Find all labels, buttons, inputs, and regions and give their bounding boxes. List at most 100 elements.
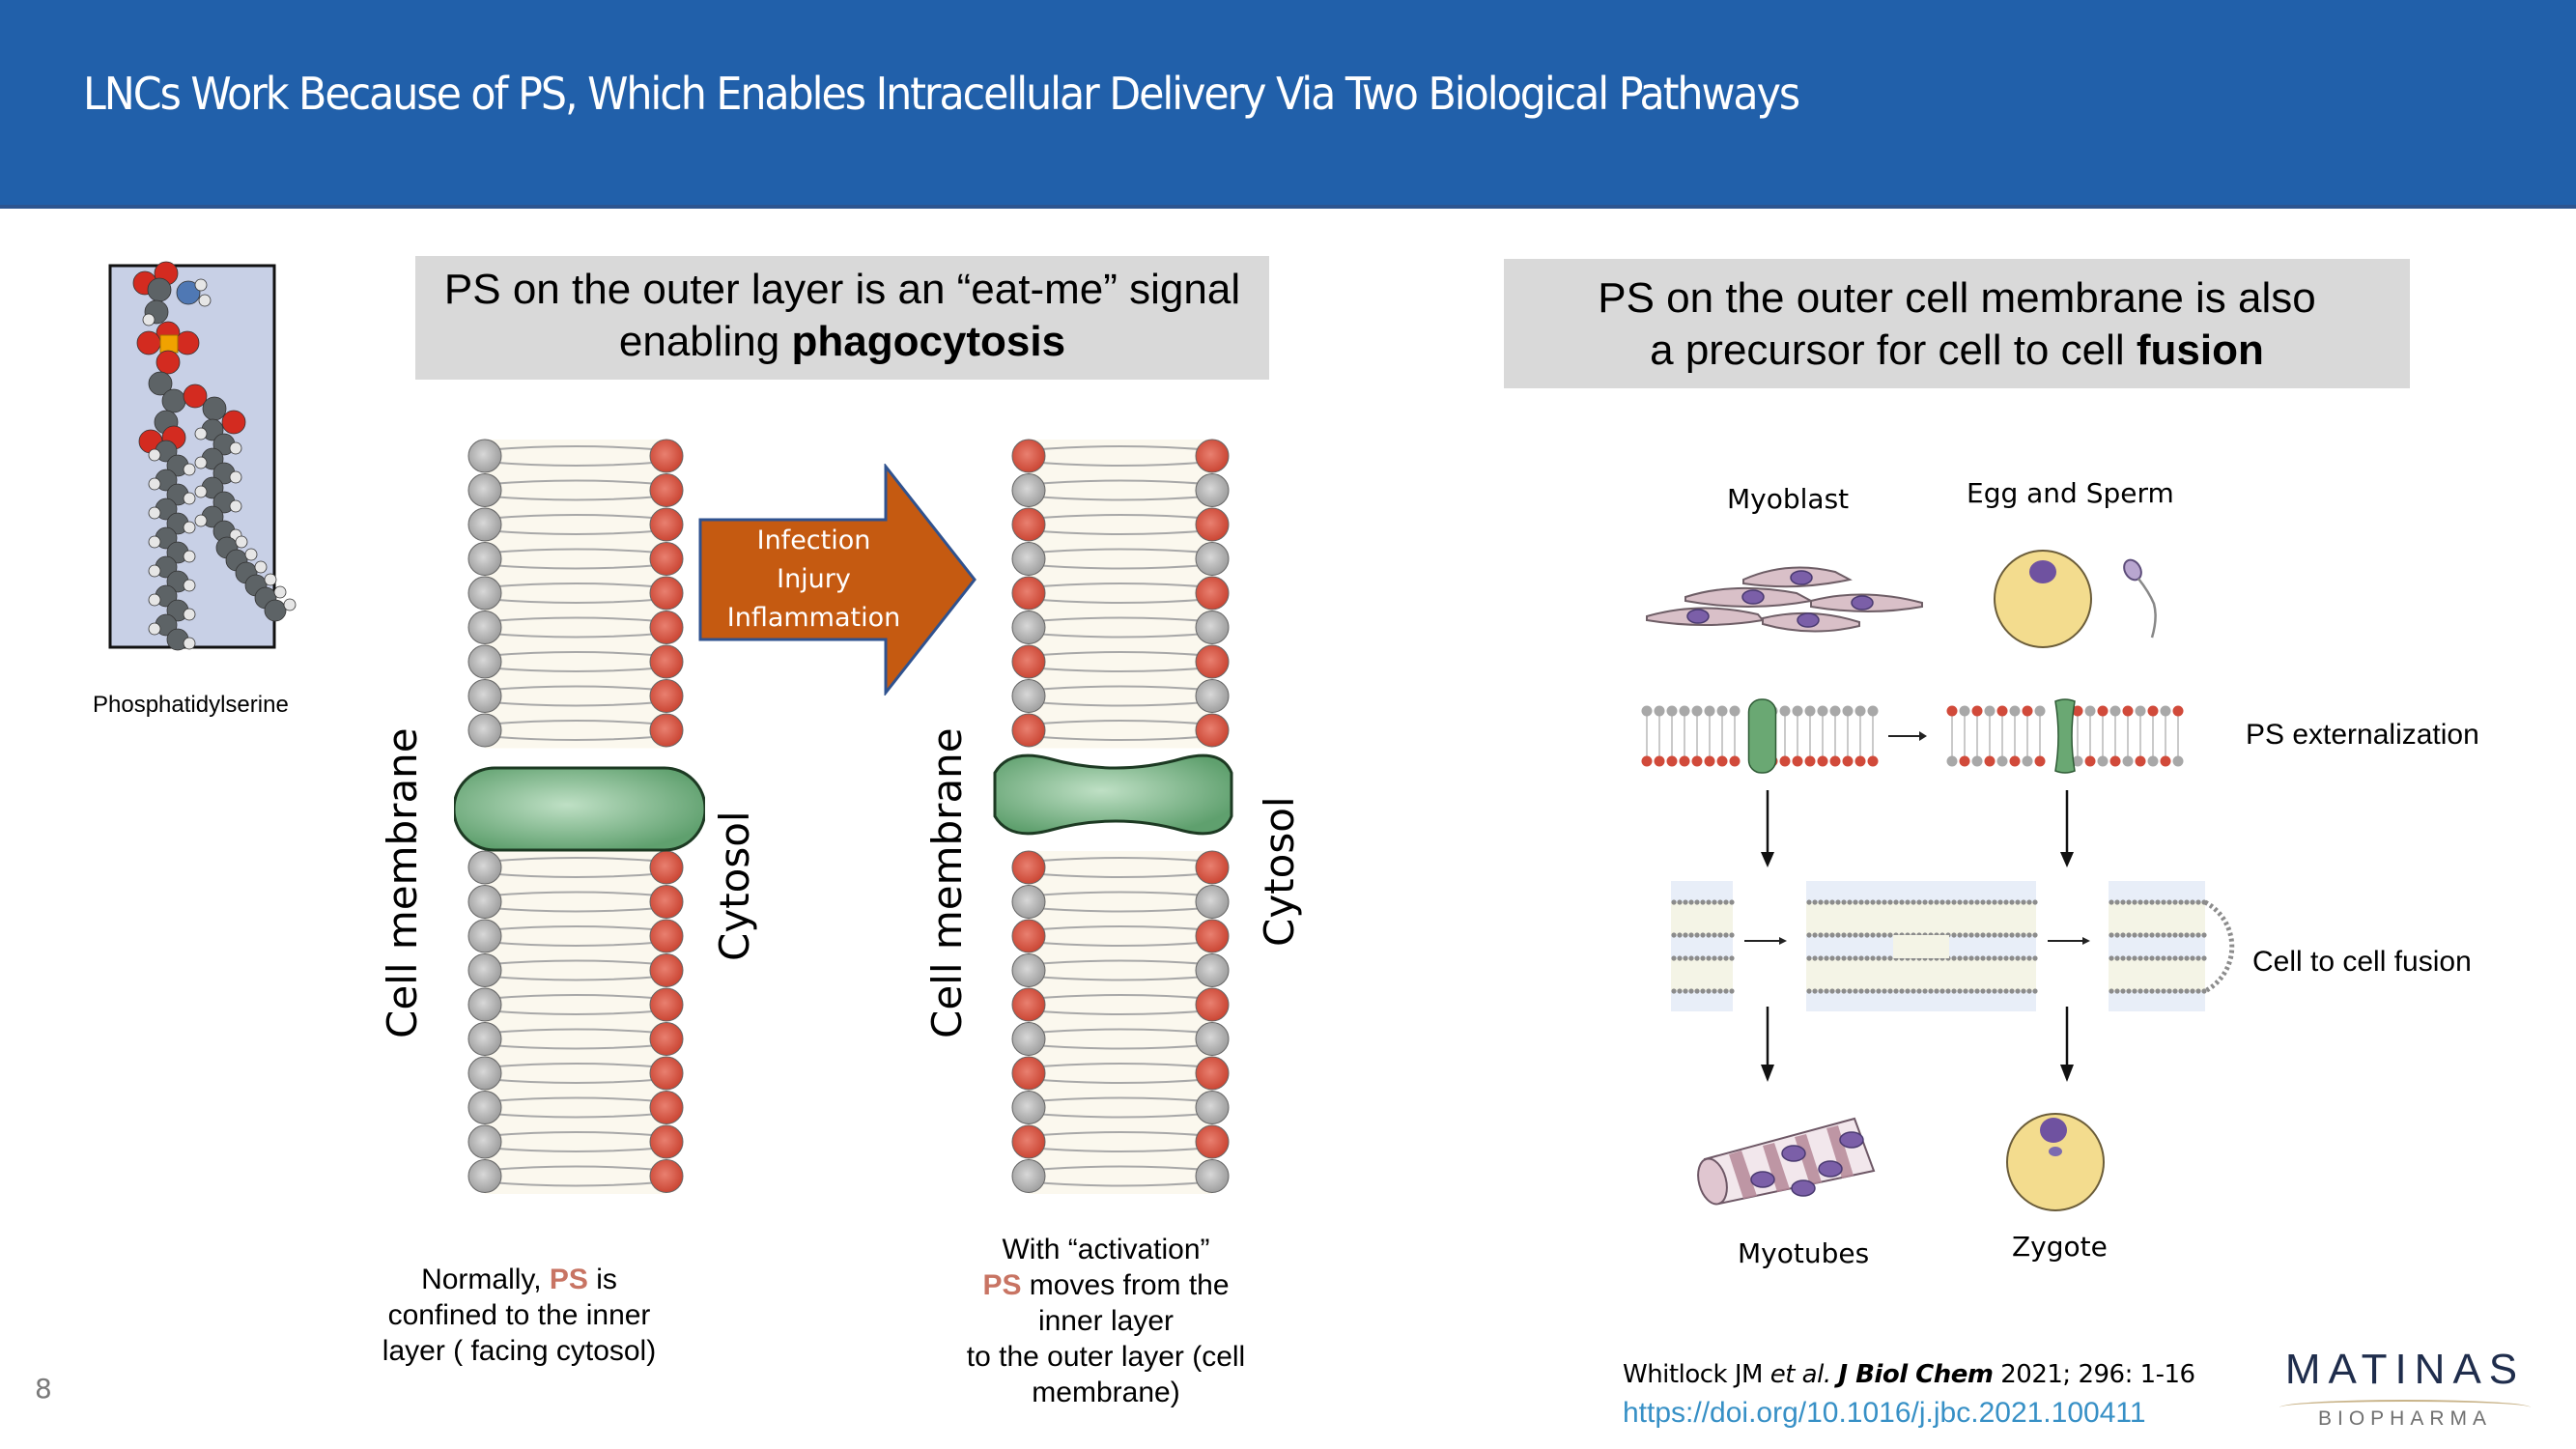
callout-line-2-prefix: enabling [618,318,792,365]
fusion-callout: PS on the outer cell membrane is also a … [1504,259,2410,388]
lipid-headgroup [1011,679,1046,713]
arrow-right-icon [2082,937,2090,945]
lipid-headgroup [467,885,502,919]
caption-activated-line-5: membrane) [1032,1377,1180,1408]
lipid-headgroup [467,987,502,1022]
logo-brand: MATINAS [2284,1346,2526,1393]
caption-activated-line-2: moves from the [1021,1269,1230,1301]
ps-headgroup [649,542,684,576]
lipid-headgroup [467,1056,502,1091]
ps-headgroup [1195,713,1230,748]
activation-arrow-icon [697,462,977,697]
citation-details: 2021; 296: 1-16 [1993,1360,2195,1389]
membrane-protein [1747,698,1777,774]
ps-highlight: PS [982,1269,1022,1301]
callout-keyword-phagocytosis: phagocytosis [791,318,1066,365]
ps-headgroup [1195,1056,1230,1091]
lipid-headgroup [1195,1022,1230,1056]
caption-normal-suffix: is [587,1264,617,1295]
arrow-right-icon [1779,937,1787,945]
lipid-headgroup [467,919,502,953]
ps-headgroup [1195,987,1230,1022]
membrane-protein [2054,698,2076,774]
page-number: 8 [35,1373,52,1405]
lipid-headgroup [1011,473,1046,507]
lipid-headgroup [467,1124,502,1159]
logo-subtitle: BIOPHARMA [2317,1407,2493,1430]
ps-headgroup [1195,919,1230,953]
lipid-headgroup [1195,473,1230,507]
cell-to-cell-fusion-label: Cell to cell fusion [2252,946,2472,978]
ps-headgroup [649,644,684,679]
phosphatidylserine-molecule-icon [87,246,309,691]
ps-headgroup [649,713,684,748]
lipid-headgroup [467,1091,502,1124]
zygote-label: Zygote [2012,1231,2108,1263]
lipid-headgroup [1195,611,1230,644]
caption-activated-line-3: inner layer [1037,1305,1175,1337]
ps-headgroup [1195,1124,1230,1159]
membrane-protein [993,753,1233,836]
ps-headgroup [1011,713,1046,748]
lipid-headgroup [1011,611,1046,644]
lipid-headgroup [1195,1159,1230,1193]
ps-headgroup [1011,1124,1046,1159]
cell-membrane-label-right: Cell membrane [923,727,971,1038]
egg-and-sperm-icon [1980,546,2193,652]
ps-headgroup [649,576,684,611]
doi-link[interactable]: https://doi.org/10.1016/j.jbc.2021.10041… [1623,1397,2146,1429]
myotube-icon [1685,1111,1879,1208]
lipid-headgroup [467,507,502,542]
lipid-headgroup [467,644,502,679]
ps-headgroup [649,885,684,919]
egg-sperm-label: Egg and Sperm [1967,477,2174,509]
myoblast-cells-icon [1642,560,1932,647]
ps-headgroup [1195,439,1230,473]
ps-headgroup [649,1056,684,1091]
arrow-right-icon [1888,729,1927,743]
ps-headgroup [1011,1056,1046,1091]
ps-headgroup [649,473,684,507]
lipid-headgroup [467,850,502,885]
caption-activated-line-4: to the outer layer (cell [966,1341,1246,1373]
lipid-headgroup [467,1022,502,1056]
arrow-line-infection: Infection [756,526,871,555]
slide-header [0,0,2576,209]
caption-normal: Normally, PS is confined to the inner la… [367,1262,671,1369]
caption-normal-line-3: layer ( facing cytosol) [382,1335,657,1367]
membrane-after-externalization-icon [1944,697,2186,775]
caption-activated-line-1: With “activation” [1002,1234,1210,1265]
lipid-headgroup [467,713,502,748]
citation-etal: et al. [1769,1360,1831,1389]
logo-swoosh-icon [2279,1400,2531,1407]
membrane-activated-diagram [976,435,1256,1198]
ps-headgroup [1011,644,1046,679]
myoblast-label: Myoblast [1727,483,1850,515]
lipid-headgroup [1011,953,1046,987]
lipid-headgroup [467,679,502,713]
ps-headgroup [1195,576,1230,611]
ps-headgroup [649,611,684,644]
ps-headgroup [1011,576,1046,611]
ps-headgroup [649,1159,684,1193]
ps-headgroup [1195,507,1230,542]
citation: Whitlock JM et al. J Biol Chem 2021; 296… [1623,1360,2195,1389]
myotubes-label: Myotubes [1738,1237,1870,1269]
cell-membrane-label-left: Cell membrane [379,727,426,1038]
ps-headgroup [1195,644,1230,679]
citation-authors: Whitlock JM [1623,1360,1770,1389]
lipid-headgroup [467,1159,502,1193]
molecule-label: Phosphatidylserine [93,692,289,718]
cytosol-label-left: Cytosol [711,810,758,961]
lipid-headgroup [1011,885,1046,919]
ps-headgroup [649,1124,684,1159]
ps-headgroup [649,1022,684,1056]
caption-activated: With “activation” PS moves from the inne… [951,1232,1260,1410]
slide-title: LNCs Work Because of PS, Which Enables I… [83,68,1800,120]
callout-line-1: PS on the outer cell membrane is also [1598,274,2316,322]
callout-keyword-fusion: fusion [2136,327,2264,374]
lipid-headgroup [1011,542,1046,576]
cytosol-label-right: Cytosol [1256,796,1303,947]
ps-headgroup [1011,850,1046,885]
ps-headgroup [649,679,684,713]
